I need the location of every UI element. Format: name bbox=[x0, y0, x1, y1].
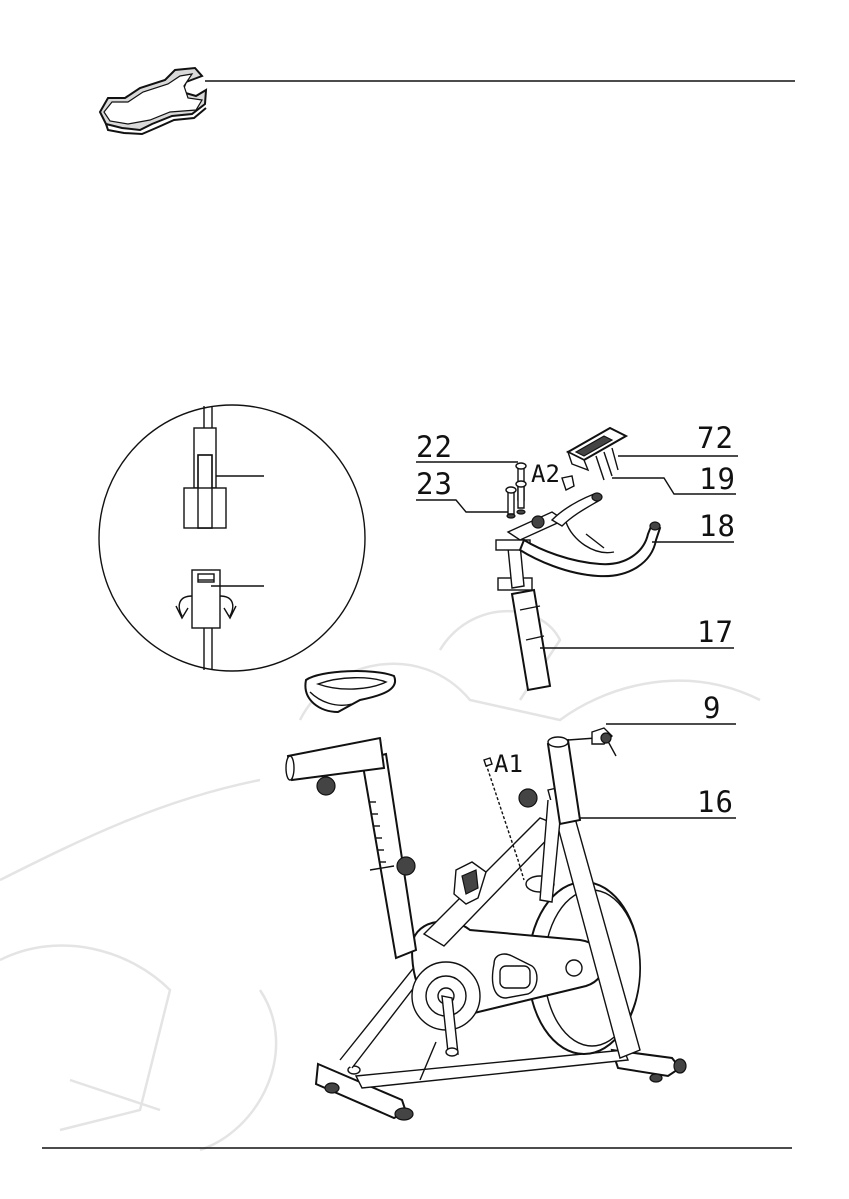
callout-a2: A2 bbox=[531, 460, 560, 488]
callout-a1: A1 bbox=[494, 750, 523, 778]
callout-72: 72 bbox=[697, 421, 734, 455]
callout-17: 17 bbox=[697, 615, 734, 649]
callout-19: 19 bbox=[699, 462, 736, 496]
callout-23: 23 bbox=[416, 467, 453, 501]
wrench-icon bbox=[100, 68, 206, 134]
exercise-bike-exploded-view bbox=[286, 428, 686, 1120]
callout-9: 9 bbox=[703, 691, 721, 725]
callout-18: 18 bbox=[699, 509, 736, 543]
callout-22: 22 bbox=[416, 430, 453, 464]
callout-16: 16 bbox=[697, 785, 734, 819]
callout-labels: 72 19 18 17 9 16 22 23 A2 A1 bbox=[416, 421, 736, 819]
connector-detail-inset bbox=[99, 405, 365, 671]
